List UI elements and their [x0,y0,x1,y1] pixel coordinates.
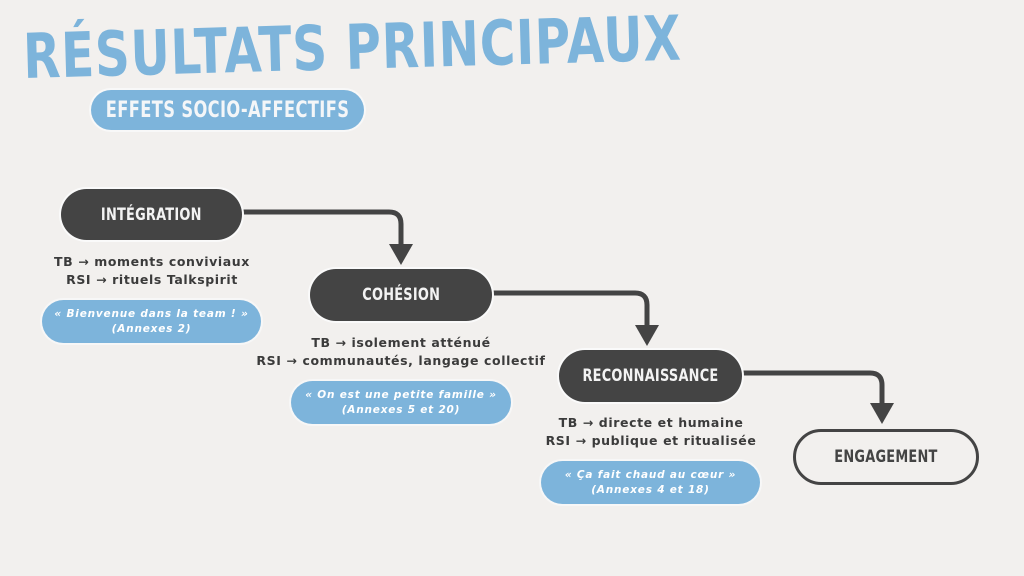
integration-quote-ref: (Annexes 2) [111,322,192,335]
connector-lines [240,209,885,405]
integration-rsi-text: RSI → rituels Talkspirit [66,272,238,287]
node-engagement: ENGAGEMENT [793,429,979,485]
cohesion-tb-text: TB → isolement atténué [311,335,491,350]
node-cohesion-label: COHÉSION [362,285,440,305]
arrow-down-icon [870,403,894,424]
cohesion-quote: « On est une petite famille » (Annexes 5… [291,381,511,424]
integration-tb-text: TB → moments conviviaux [54,254,250,269]
integration-description: TB → moments conviviaux RSI → rituels Ta… [41,253,263,289]
subtitle-badge: EFFETS SOCIO-AFFECTIFS [91,90,364,130]
reconnaissance-quote-text: « Ça fait chaud au cœur » [564,468,737,481]
node-integration: INTÉGRATION [61,189,242,240]
node-reconnaissance-label: RECONNAISSANCE [582,366,719,386]
node-cohesion: COHÉSION [310,269,492,321]
connector-reconnaissance-engagement [740,370,885,405]
reconnaissance-description: TB → directe et humaine RSI → publique e… [530,414,772,450]
arrowheads [389,244,894,424]
cohesion-rsi-text: RSI → communautés, langage collectif [256,353,546,368]
reconnaissance-rsi-text: RSI → publique et ritualisée [545,433,757,448]
reconnaissance-quote: « Ça fait chaud au cœur » (Annexes 4 et … [541,461,760,504]
node-engagement-label: ENGAGEMENT [834,447,938,467]
node-integration-label: INTÉGRATION [101,204,202,225]
cohesion-description: TB → isolement atténué RSI → communautés… [250,334,552,370]
integration-quote: « Bienvenue dans la team ! » (Annexes 2) [42,300,261,343]
reconnaissance-quote-ref: (Annexes 4 et 18) [591,483,710,496]
node-reconnaissance: RECONNAISSANCE [559,350,742,402]
arrow-down-icon [635,325,659,346]
cohesion-quote-text: « On est une petite famille » [305,388,497,401]
reconnaissance-tb-text: TB → directe et humaine [558,415,744,430]
connector-integration-cohesion [240,209,404,246]
arrow-down-icon [389,244,413,265]
connector-cohesion-reconnaissance [490,290,650,327]
subtitle-label: EFFETS SOCIO-AFFECTIFS [105,97,350,123]
integration-quote-text: « Bienvenue dans la team ! » [54,307,249,320]
cohesion-quote-ref: (Annexes 5 et 20) [341,403,461,416]
